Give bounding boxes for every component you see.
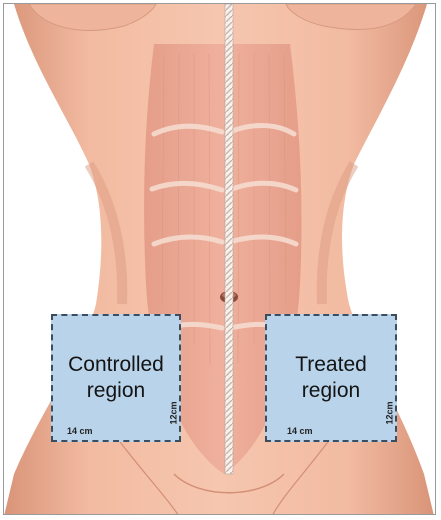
treated-region-label-line1: Treated <box>267 352 395 377</box>
diagram-frame: Controlled region 14 cm 12cm Treated reg… <box>3 3 436 515</box>
treated-region-patch: Treated region 14 cm 12cm <box>265 314 397 442</box>
treated-region-height-label: 12cm <box>384 401 394 424</box>
controlled-region-height-label: 12cm <box>168 401 178 424</box>
suture-line <box>225 4 233 474</box>
controlled-region-patch: Controlled region 14 cm 12cm <box>51 314 181 442</box>
controlled-region-label-line2: region <box>53 378 179 403</box>
treated-region-label-line2: region <box>267 378 395 403</box>
controlled-region-label-line1: Controlled <box>53 352 179 377</box>
treated-region-width-label: 14 cm <box>287 426 313 436</box>
controlled-region-width-label: 14 cm <box>67 426 93 436</box>
